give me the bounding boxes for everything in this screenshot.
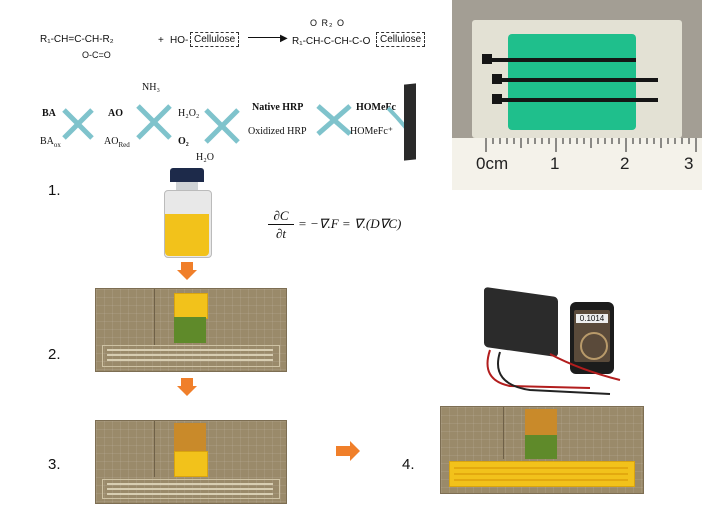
- reaction-arrow: [248, 37, 284, 38]
- electrode-trace-2: [498, 78, 658, 82]
- electrode-trace-1: [486, 58, 636, 62]
- plus-sign: +: [158, 35, 164, 46]
- cycle-arrows-3-icon: [204, 108, 240, 144]
- strip-line-1: [107, 349, 273, 351]
- step-3-label: 3.: [48, 456, 61, 473]
- ruler-tick-2: 2: [620, 154, 630, 173]
- h2o2-label: H₂O₂: [178, 108, 200, 119]
- green-reagent-area: [508, 34, 636, 130]
- smartphone: 0.1014: [570, 302, 614, 374]
- green-zone: [525, 435, 557, 459]
- device-step-2: [95, 288, 287, 372]
- sample-vial: [162, 168, 212, 258]
- flow-arrow-3-icon: [350, 441, 360, 461]
- strip-line-2: [454, 473, 628, 475]
- ao-label: AO: [108, 108, 123, 119]
- board-guide-line: [154, 421, 155, 477]
- step-2-label: 2.: [48, 346, 61, 363]
- homefc-label: HOMeFc: [356, 102, 396, 113]
- electrode-pad-3: [492, 94, 502, 104]
- reactant-1: R₁-CH=C-CH-R₂: [40, 34, 114, 45]
- yellow-zone: [174, 293, 208, 319]
- reaction-arrowhead-icon: ▶: [280, 33, 288, 44]
- ao-red-label: AORed: [104, 136, 130, 149]
- orange-zone: [525, 409, 557, 435]
- product-top-groups: O R₂ O: [310, 18, 345, 28]
- electrode-strip: [102, 345, 280, 367]
- homefc-plus-label: HOMeFc⁺: [350, 126, 394, 137]
- native-hrp-label: Native HRP: [252, 102, 304, 113]
- strip-line-1: [454, 467, 628, 469]
- yellow-zone: [174, 451, 208, 477]
- strip-line-2: [107, 354, 273, 356]
- strip-line-2: [107, 488, 273, 490]
- ruler-tick-3: 3: [684, 154, 694, 173]
- vial-liquid: [165, 214, 209, 256]
- device-step-4: [440, 406, 644, 494]
- ba-label: BA: [42, 108, 56, 119]
- dial-icon: [580, 332, 608, 360]
- cycle-arrows-4-icon: [316, 104, 352, 136]
- electrode-block: [404, 83, 416, 161]
- step-4-label: 4.: [402, 456, 415, 473]
- enzyme-cascade: BA BAox AO AORed NH₃ H₂O₂ O₂ H₂O Native …: [38, 78, 438, 168]
- equation-denominator: ∂t: [275, 226, 287, 241]
- probe-cables-icon: [486, 349, 621, 395]
- orange-zone: [174, 423, 206, 451]
- electrode-photo: 0cm 1 2 3: [452, 0, 702, 190]
- electrode-trace-3: [498, 98, 658, 102]
- oxidized-hrp-label: Oxidized HRP: [248, 126, 307, 137]
- cellulose-box-1: Cellulose: [190, 32, 240, 47]
- electrode-pad-2: [492, 74, 502, 84]
- vial-cap: [170, 168, 204, 182]
- cycle-arrows-2-icon: [136, 104, 172, 140]
- ruler-ticks-icon: [485, 138, 697, 152]
- ruler: 0cm 1 2 3: [452, 138, 702, 190]
- board-guide-line: [154, 289, 155, 345]
- electrode-pad-1: [482, 54, 492, 64]
- reactant-1-formula: R₁-CH=C-CH-R₂: [40, 34, 114, 45]
- hydroxyl-label: HO-: [170, 35, 189, 46]
- cycle-arrows-1-icon: [62, 108, 94, 140]
- ruler-tick-1: 1: [550, 154, 560, 173]
- green-zone: [174, 317, 206, 343]
- ba-ox-label: BAox: [40, 136, 61, 149]
- device-step-3: [95, 420, 287, 504]
- yellow-electrode-strip: [449, 461, 635, 487]
- flow-arrow-2-icon: [177, 386, 197, 396]
- vial-neck: [176, 182, 198, 190]
- step-1-label: 1.: [48, 182, 61, 199]
- h2o-label: H₂O: [196, 152, 214, 163]
- anhydride-group: O-C=O: [82, 50, 111, 60]
- cellulose-box-2: Cellulose: [376, 32, 426, 47]
- flow-arrow-1-shaft: [181, 262, 193, 270]
- flow-arrow-2-shaft: [181, 378, 193, 386]
- board-guide-line: [503, 407, 504, 459]
- nh3-label: NH₃: [142, 82, 160, 93]
- meter-readout: 0.1014: [576, 314, 608, 323]
- strip-line-3: [107, 493, 273, 495]
- o2-label: O₂: [178, 136, 189, 147]
- ruler-unit-label: 0cm: [476, 154, 509, 173]
- equation-fraction-bar: [268, 224, 294, 225]
- flow-arrow-3-shaft: [336, 446, 350, 456]
- strip-line-3: [454, 479, 628, 481]
- electrode-strip: [102, 479, 280, 499]
- product-formula: R₁-CH-C-CH-C-O: [292, 36, 371, 47]
- equation-rhs: = −∇.F = ∇.(D∇C): [298, 216, 402, 231]
- equation-numerator: ∂C: [273, 208, 289, 223]
- flow-arrow-1-icon: [177, 270, 197, 280]
- esterification-reaction: R₁-CH=C-CH-R₂ O-C=O + HO- Cellulose ▶ O …: [40, 18, 440, 64]
- potentiostat-setup: 0.1014: [470, 280, 630, 400]
- strip-line-1: [107, 483, 273, 485]
- strip-line-3: [107, 359, 273, 361]
